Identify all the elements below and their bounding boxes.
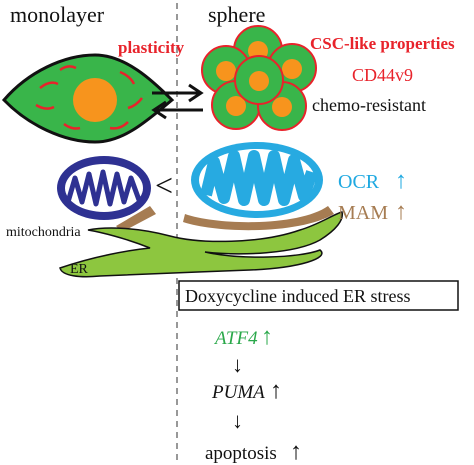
small-mitochondrion xyxy=(57,156,151,220)
cd44v9-label: CD44v9 xyxy=(352,65,413,85)
monolayer-cell xyxy=(1,53,175,144)
atf4-to-puma-arrow: ↓ xyxy=(232,352,243,377)
small-mam-patch xyxy=(116,206,156,232)
mam-band xyxy=(183,206,334,231)
er-stress-text: Doxycycline induced ER stress xyxy=(185,286,410,306)
atf4-label: ATF4 xyxy=(213,328,258,349)
ocr-up-arrow: ↑ xyxy=(395,168,407,194)
mam-label: MAM xyxy=(338,202,388,224)
puma-up-arrow: ↑ xyxy=(270,378,282,404)
less-than-sign: < xyxy=(155,167,173,203)
sphere-cell xyxy=(234,55,284,105)
sphere-header: sphere xyxy=(208,2,265,27)
atf4-up-arrow: ↑ xyxy=(261,324,273,350)
sphere-cluster xyxy=(201,25,317,131)
ocr-label: OCR xyxy=(338,171,380,193)
large-mitochondrion xyxy=(191,142,323,218)
chemo-resistant-label: chemo-resistant xyxy=(312,95,426,115)
csc-like-label: CSC-like properties xyxy=(310,34,455,53)
er-stress-box xyxy=(178,280,459,311)
plasticity-label: plasticity xyxy=(118,38,185,57)
apoptosis-up-arrow: ↑ xyxy=(290,439,302,465)
endoplasmic-reticulum xyxy=(59,211,344,278)
monolayer-header: monolayer xyxy=(10,2,105,27)
mam-up-arrow: ↑ xyxy=(395,199,407,225)
exchange-arrows xyxy=(151,83,204,120)
monolayer-nucleus xyxy=(73,78,117,122)
mitochondria-label: mitochondria xyxy=(6,225,81,240)
puma-to-apoptosis-arrow: ↓ xyxy=(232,408,243,433)
apoptosis-label: apoptosis xyxy=(205,443,277,464)
puma-label: PUMA xyxy=(211,382,265,403)
er-label: ER xyxy=(70,262,89,277)
